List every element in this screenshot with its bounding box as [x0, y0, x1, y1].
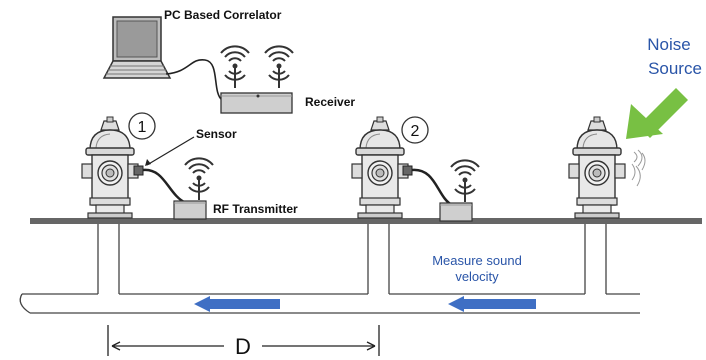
receiver-antenna-left-icon — [220, 45, 250, 89]
sensor-1-cable — [142, 168, 187, 205]
transmitter-2 — [439, 202, 473, 222]
hydrant-2-marker — [401, 116, 429, 144]
noise-source-arrow — [626, 88, 688, 139]
receiver-antenna-right-icon — [264, 45, 294, 89]
receiver-label: Receiver — [305, 95, 355, 109]
receiver-unit — [220, 45, 294, 114]
hydrant-2-number: 2 — [411, 123, 420, 140]
fire-hydrant-icon — [351, 116, 409, 219]
correlator-label: PC Based Correlator — [164, 8, 282, 22]
receiver-cable — [165, 59, 223, 101]
measure-label-line1: Measure sound — [432, 253, 522, 268]
sensor-2 — [402, 165, 413, 176]
distance-dimension — [107, 325, 380, 356]
pipe-network — [19, 224, 640, 314]
noise-source-label-line1: Noise — [647, 35, 690, 54]
ground-surface — [30, 218, 702, 224]
measure-label-line2: velocity — [455, 269, 499, 284]
rf-transmitter-label: RF Transmitter — [213, 202, 298, 216]
noise-ripple-icon — [631, 149, 646, 187]
hydrant-1-marker — [128, 112, 156, 140]
transmitter-1 — [173, 200, 207, 220]
sensor-pointer — [146, 136, 195, 166]
flow-arrow-left — [194, 296, 280, 312]
noise-source-label-line2: Source — [648, 59, 702, 78]
sensor-2-cable — [411, 168, 453, 207]
fire-hydrant-icon — [81, 116, 139, 219]
wireless-signal-icon — [184, 157, 214, 201]
flow-arrow-right — [448, 296, 536, 312]
fire-hydrant-icon — [568, 116, 626, 219]
sensor-1 — [133, 165, 144, 176]
laptop-icon — [102, 16, 172, 79]
sensor-label: Sensor — [196, 127, 237, 141]
hydrant-1-number: 1 — [138, 119, 147, 136]
wireless-signal-icon — [450, 159, 480, 203]
distance-label: D — [235, 334, 251, 359]
